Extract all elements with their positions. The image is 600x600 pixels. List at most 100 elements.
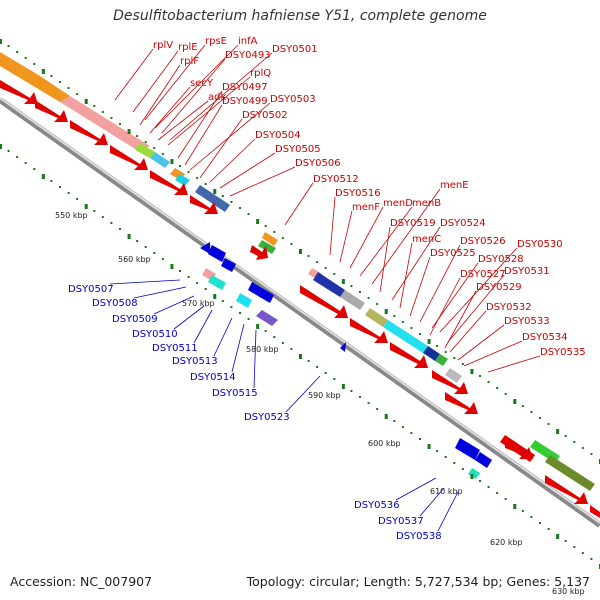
ring-dot	[581, 447, 584, 449]
ring-dot	[136, 135, 139, 137]
gene-label: DSY0534	[522, 332, 568, 343]
leader-line	[439, 247, 518, 333]
ring-dot	[324, 372, 327, 374]
genome-backbone	[0, 97, 600, 528]
gene-label: DSY0499	[222, 96, 268, 107]
gene-label: DSY0519	[390, 218, 436, 229]
gene-label: DSY0509	[112, 314, 158, 325]
leader-line	[409, 256, 431, 317]
ring-dot	[221, 300, 224, 302]
ring-dot	[496, 492, 499, 494]
ring-dot	[50, 180, 53, 182]
ring-dot	[333, 378, 336, 380]
ring-dot	[513, 504, 517, 509]
leader-line	[285, 375, 321, 413]
accession-text: Accession: NC_007907	[10, 574, 153, 589]
reverse-genes	[200, 242, 492, 479]
ring-dot	[410, 432, 413, 434]
ring-dot	[487, 486, 490, 488]
gene-label: menE	[440, 180, 469, 191]
ring-dot	[7, 150, 10, 152]
ring-dot	[110, 117, 113, 119]
ring-dot	[419, 438, 421, 440]
leader-line	[437, 491, 459, 532]
leader-line	[447, 274, 505, 343]
ring-dot	[461, 363, 464, 365]
cog-band-outer	[0, 52, 595, 491]
ring-dot	[230, 201, 233, 203]
ring-dot	[239, 207, 241, 209]
ring-dot	[573, 441, 576, 443]
ring-dot	[256, 324, 260, 329]
leader-line	[379, 226, 391, 293]
ring-dot	[513, 399, 517, 404]
ring-dot	[273, 336, 276, 338]
ring-dot	[316, 261, 319, 263]
leader-line	[177, 90, 223, 159]
ring-dot	[299, 249, 302, 254]
ring-dot	[76, 93, 79, 95]
ring-dot	[367, 297, 370, 299]
gene-label: DSY0504	[255, 130, 301, 141]
leader-line	[339, 210, 353, 263]
ring-dot	[564, 435, 567, 437]
ring-dot	[239, 312, 241, 314]
ring-dot	[539, 522, 541, 524]
gene-label: DSY0526	[460, 236, 506, 247]
leader-line	[209, 138, 256, 183]
reverse-gene-labels: DSY0507DSY0508DSY0509DSY0510DSY0511DSY05…	[68, 279, 459, 542]
ring-dot	[204, 183, 207, 185]
ring-dot	[101, 111, 104, 113]
gene-label: DSY0501	[272, 44, 318, 55]
ring-dot	[144, 141, 147, 143]
ring-dot	[590, 453, 593, 455]
ring-dot	[350, 285, 353, 287]
gene-label: menB	[412, 198, 441, 209]
ring-dot	[161, 258, 164, 260]
gene-label: rplQ	[250, 68, 271, 79]
gene-label: DSY0537	[378, 516, 424, 527]
ring-dot	[59, 81, 61, 83]
gene-label: DSY0503	[270, 94, 316, 105]
gene-label: DSY0535	[540, 347, 586, 358]
ring-dot	[539, 417, 541, 419]
gene-label: DSY0538	[396, 531, 442, 542]
leader-line	[109, 279, 181, 285]
ring-dot	[504, 498, 507, 500]
ring-dot	[290, 348, 293, 350]
ring-dot	[324, 267, 327, 269]
ring-dot	[33, 63, 36, 65]
leader-line	[487, 355, 541, 373]
ring-dot	[359, 291, 361, 293]
ring-dot	[93, 210, 96, 212]
ring-dot	[453, 357, 456, 359]
leader-line	[169, 52, 273, 141]
gene-label: DSY0493	[225, 50, 271, 61]
ring-dot	[281, 342, 284, 344]
gene-label: secY	[190, 78, 214, 89]
ring-dot	[24, 57, 27, 59]
ring-dot	[264, 330, 267, 332]
leader-line	[154, 44, 239, 129]
gene-label: DSY0502	[242, 110, 288, 121]
leader-line	[457, 324, 505, 361]
tick-label: 560 kbp	[118, 255, 151, 264]
ring-dot	[24, 162, 27, 164]
ring-dot	[393, 420, 396, 422]
ring-dot	[496, 387, 499, 389]
ring-dot	[556, 534, 560, 539]
ring-dot	[590, 558, 593, 560]
ring-dot	[461, 468, 464, 470]
gene-label: DSY0506	[295, 158, 341, 169]
ring-dot	[401, 321, 404, 323]
ring-dot	[119, 123, 121, 125]
gene-label: DSY0528	[478, 254, 524, 265]
leader-line	[229, 166, 296, 197]
leader-line	[161, 58, 226, 134]
ring-dot	[0, 39, 2, 44]
gene-label: menD	[383, 198, 413, 209]
gene-label: DSY0531	[504, 266, 550, 277]
gene-label: DSY0507	[68, 284, 114, 295]
leader-line	[395, 477, 437, 501]
